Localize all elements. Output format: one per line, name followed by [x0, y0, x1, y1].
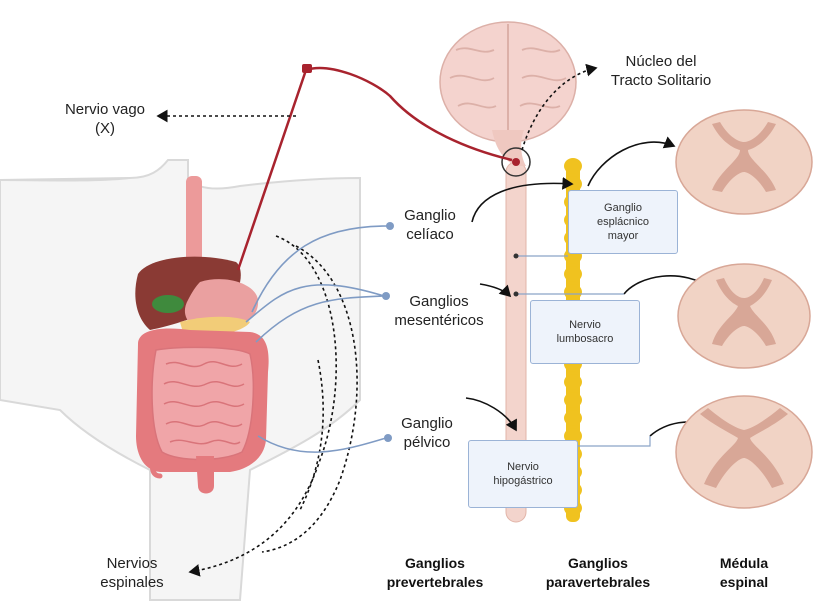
gallbladder [152, 295, 184, 313]
chain-bead [564, 410, 582, 426]
chain-bead [564, 284, 582, 300]
header-paravertebrales-line1: Ganglios [528, 554, 668, 573]
pelvic-ganglion-dot [384, 434, 392, 442]
box-hipogastrico-line1: Nervio [493, 460, 552, 474]
nucleus-dot [512, 158, 520, 166]
chain-bead [564, 392, 582, 408]
box-lumbosacro-line1: Nervio [557, 318, 614, 332]
header-medula-line2: espinal [694, 573, 794, 592]
label-nucleo-line1: Núcleo del [596, 52, 726, 71]
cord-junction-1 [514, 254, 519, 259]
label-ganglio-celiaco-line2: celíaco [394, 225, 466, 244]
box-nervio-hipogastrico: Nervio hipogástrico [468, 440, 578, 508]
header-paravertebrales: Ganglios paravertebrales [528, 554, 668, 592]
box-hipogastrico-line2: hipogástrico [493, 474, 552, 488]
label-nervio-vago: Nervio vago (X) [50, 100, 160, 138]
header-prevertebrales-line2: prevertebrales [370, 573, 500, 592]
rectum [196, 456, 214, 494]
label-ganglio-pelvico-line2: pélvico [392, 433, 462, 452]
label-nervios-espinales: Nervios espinales [82, 554, 182, 592]
label-ganglio-pelvico: Ganglio pélvico [392, 414, 462, 452]
header-paravertebrales-line2: paravertebrales [528, 573, 668, 592]
box-esplacnico-line2: esplácnico [597, 215, 649, 229]
cord-section-middle [678, 264, 810, 368]
header-medula: Médula espinal [694, 554, 794, 592]
label-nervio-vago-line1: Nervio vago [50, 100, 160, 119]
chain-bead [564, 266, 582, 282]
cord-section-top [676, 110, 812, 214]
label-ganglio-pelvico-line1: Ganglio [392, 414, 462, 433]
header-prevertebrales-line1: Ganglios [370, 554, 500, 573]
vagus-marker [302, 64, 312, 73]
label-nucleo-line2: Tracto Solitario [596, 71, 726, 90]
label-nervio-vago-line2: (X) [50, 119, 160, 138]
label-ganglios-mesentericos: Ganglios mesentéricos [384, 292, 494, 330]
black-arrows [466, 142, 714, 436]
cord-junction-2 [514, 292, 519, 297]
box-ganglio-esplacnico: Ganglio esplácnico mayor [568, 190, 678, 254]
box-nervio-lumbosacro: Nervio lumbosacro [530, 300, 640, 364]
label-ganglio-celiaco: Ganglio celíaco [394, 206, 466, 244]
label-ganglio-celiaco-line1: Ganglio [394, 206, 466, 225]
label-nervios-espinales-line1: Nervios [82, 554, 182, 573]
label-ganglios-mesentericos-line1: Ganglios [384, 292, 494, 311]
chain-bead [564, 158, 582, 174]
cord-section-bottom [676, 396, 812, 508]
header-prevertebrales: Ganglios prevertebrales [370, 554, 500, 592]
label-nucleo: Núcleo del Tracto Solitario [596, 52, 726, 90]
label-nervios-espinales-line2: espinales [82, 573, 182, 592]
label-ganglios-mesentericos-line2: mesentéricos [384, 311, 494, 330]
header-medula-line1: Médula [694, 554, 794, 573]
box-esplacnico-line3: mayor [597, 229, 649, 243]
celiac-ganglion-dot [386, 222, 394, 230]
chain-bead [564, 374, 582, 390]
box-esplacnico-line1: Ganglio [597, 201, 649, 215]
box-lumbosacro-line2: lumbosacro [557, 332, 614, 346]
